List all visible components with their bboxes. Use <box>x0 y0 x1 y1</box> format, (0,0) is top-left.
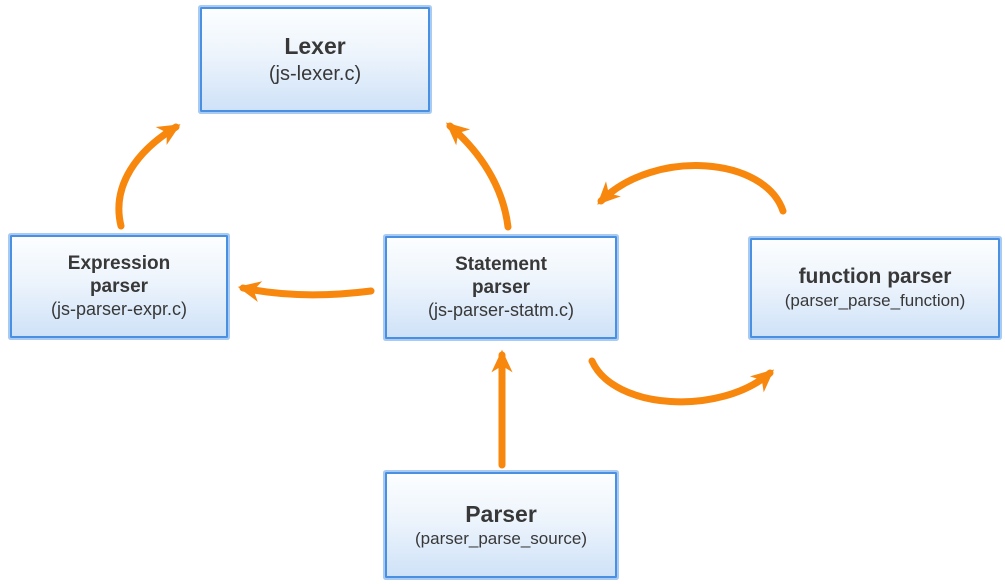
node-lexer: Lexer (js-lexer.c) <box>200 7 430 112</box>
node-parser-title: Parser <box>465 500 537 527</box>
node-expression-parser-title: Expression parser <box>67 252 171 297</box>
arrow-statement-parser-to-expression-parser <box>237 281 375 302</box>
arrow-expression-parser-to-lexer <box>115 123 181 230</box>
node-statement-parser: Statement parser (js-parser-statm.c) <box>385 236 617 339</box>
node-function-parser-title: function parser <box>798 265 952 289</box>
node-expression-parser-subtitle: (js-parser-expr.c) <box>50 298 188 319</box>
node-statement-parser-subtitle: (js-parser-statm.c) <box>427 299 574 320</box>
node-function-parser: function parser (parser_parse_function) <box>750 238 1000 338</box>
arrow-statement-parser-to-lexer <box>446 122 512 231</box>
node-parser: Parser (parser_parse_source) <box>385 472 617 578</box>
arrow-function-parser-to-statement-parser <box>597 162 787 215</box>
node-parser-subtitle: (parser_parse_source) <box>415 528 587 548</box>
node-lexer-subtitle: (js-lexer.c) <box>268 62 362 85</box>
arrow-statement-parser-to-function-parser <box>588 357 775 406</box>
node-lexer-title: Lexer <box>284 33 346 60</box>
node-expression-parser: Expression parser (js-parser-expr.c) <box>10 235 228 338</box>
node-function-parser-subtitle: (parser_parse_function) <box>784 290 966 310</box>
node-statement-parser-title: Statement parser <box>455 253 547 298</box>
